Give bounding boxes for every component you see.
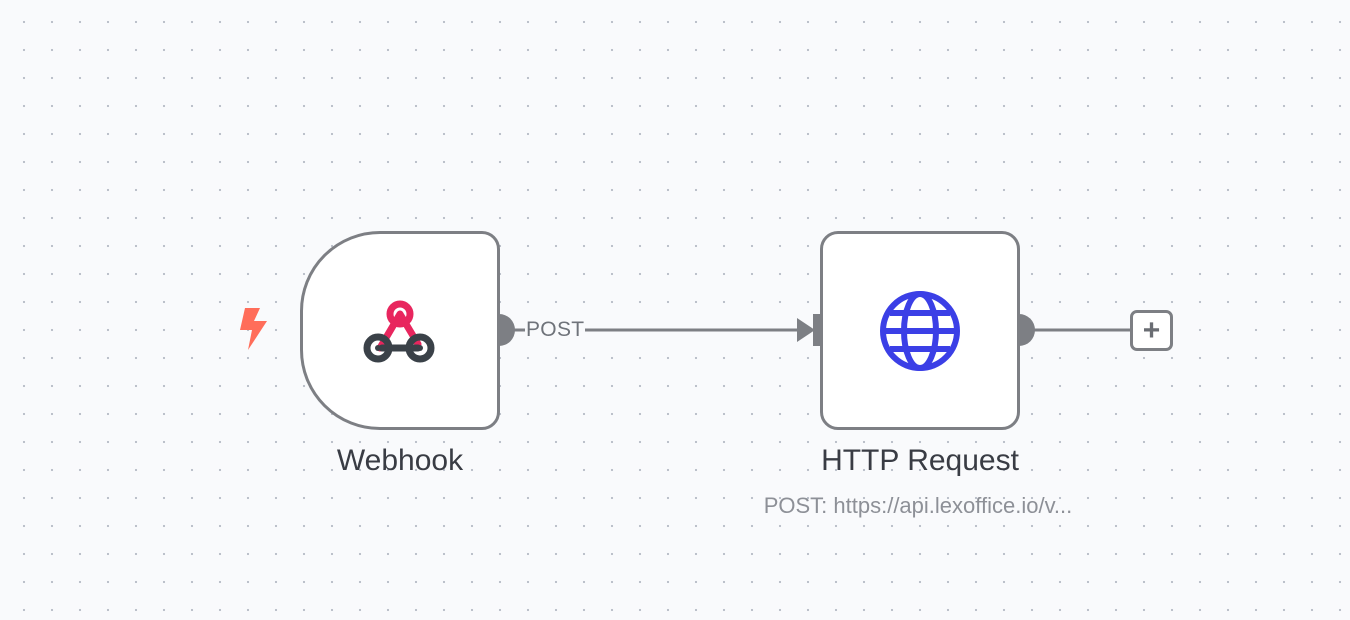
connection-arrowhead bbox=[797, 318, 815, 342]
webhook-icon bbox=[363, 300, 435, 362]
http-request-node[interactable] bbox=[820, 231, 1020, 430]
globe-icon bbox=[880, 290, 960, 371]
http-request-node-subtitle: POST: https://api.lexoffice.io/v... bbox=[763, 493, 1073, 518]
webhook-node[interactable] bbox=[300, 231, 500, 430]
connection-label: POST bbox=[525, 318, 586, 342]
plus-icon: + bbox=[1142, 313, 1161, 347]
add-node-button[interactable]: + bbox=[1130, 310, 1173, 351]
http-request-node-title: HTTP Request bbox=[821, 444, 1019, 477]
lightning-bolt-icon bbox=[240, 308, 267, 350]
webhook-node-title: Webhook bbox=[336, 444, 464, 477]
